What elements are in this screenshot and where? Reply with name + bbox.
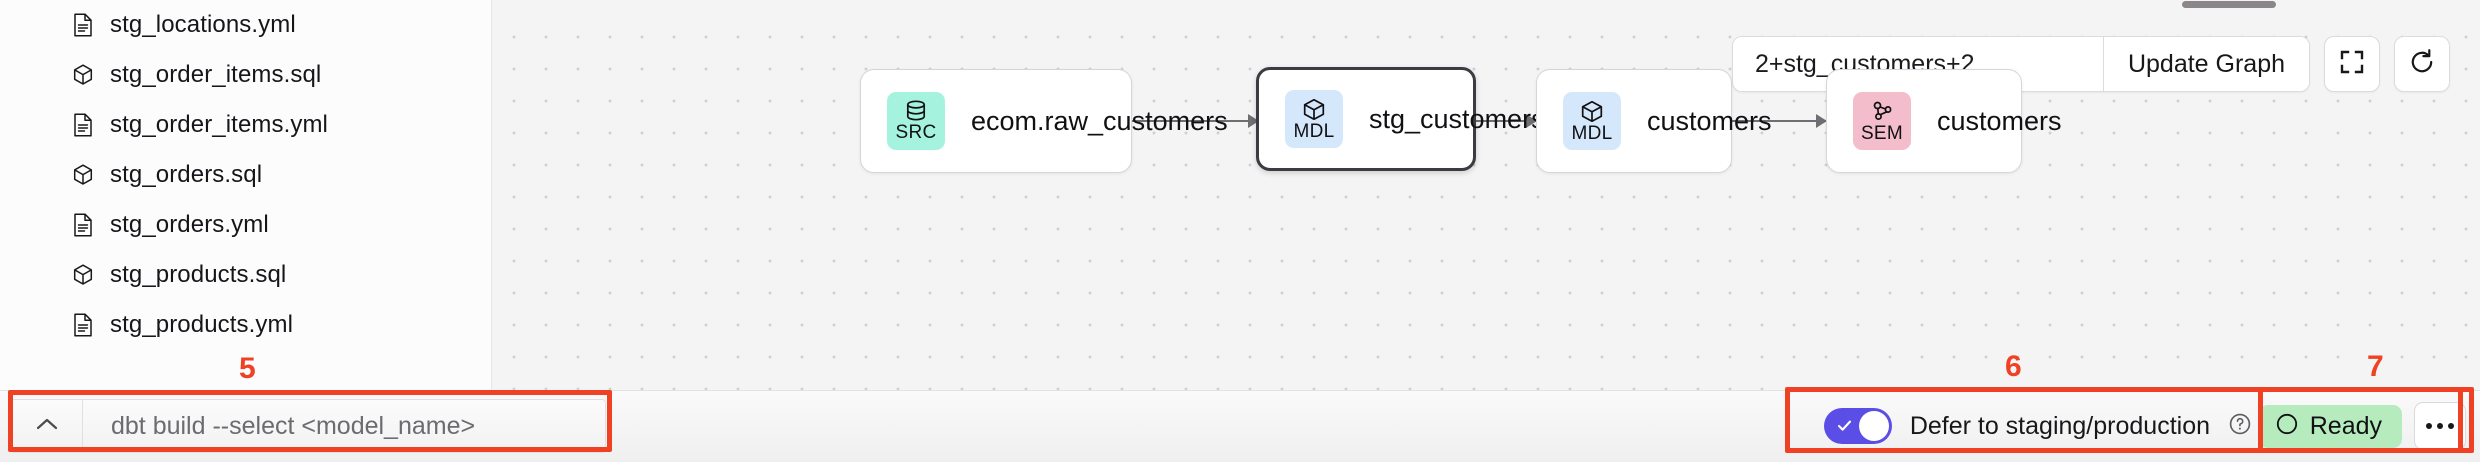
sem-badge: SEM — [1853, 92, 1911, 150]
file-item-stg-orders-yml[interactable]: stg_orders.yml — [0, 200, 491, 250]
mdl-badge: MDL — [1285, 90, 1343, 148]
fullscreen-icon — [2339, 49, 2365, 80]
toggle-knob — [1858, 411, 1889, 441]
graph-toolbar: Update Graph — [1731, 36, 2450, 92]
ellipsis-icon — [2426, 423, 2454, 429]
check-icon — [1836, 417, 1853, 439]
badge-label: SRC — [895, 122, 937, 143]
more-options-button[interactable] — [2414, 402, 2466, 450]
mdl-badge: MDL — [1563, 92, 1621, 150]
file-item-stg-order-items-sql[interactable]: stg_order_items.sql — [0, 50, 491, 100]
file-yml-icon — [72, 13, 94, 37]
defer-label: Defer to staging/production — [1909, 411, 2210, 440]
edge-src-to-stg — [1130, 114, 1259, 128]
graph-node-stg-customers[interactable]: MDL stg_customers — [1256, 67, 1545, 171]
update-graph-button[interactable]: Update Graph — [2102, 37, 2309, 91]
cube-sql-icon — [72, 63, 94, 87]
semantic-icon — [1873, 101, 1892, 120]
file-explorer-sidebar: stg_locations.yml stg_order_items.sql st… — [0, 0, 492, 390]
graph-selector-group: Update Graph — [1731, 36, 2310, 92]
file-yml-icon — [72, 113, 94, 137]
dbt-command-input[interactable] — [83, 400, 605, 452]
status-group: Ready — [2258, 399, 2466, 453]
graph-node-ecom-raw-customers[interactable]: SRC ecom.raw_customers — [860, 69, 1228, 173]
badge-label: MDL — [1293, 120, 1335, 142]
file-item-stg-orders-sql[interactable]: stg_orders.sql — [0, 150, 491, 200]
circle-icon — [2275, 412, 2299, 441]
src-badge: SRC — [887, 92, 945, 150]
file-item-label: stg_orders.yml — [110, 211, 269, 238]
file-item-label: stg_orders.sql — [110, 161, 263, 188]
file-list: stg_locations.yml stg_order_items.sql st… — [0, 0, 491, 350]
file-yml-icon — [72, 313, 94, 337]
file-item-label: stg_locations.yml — [110, 11, 296, 38]
bottom-command-bar: Defer to staging/production Ready — [0, 390, 2480, 462]
file-item-label: stg_products.yml — [110, 311, 294, 338]
file-item-label: stg_order_items.yml — [110, 111, 328, 138]
refresh-icon — [2408, 48, 2436, 81]
file-yml-icon — [72, 213, 94, 237]
command-input-group — [10, 399, 606, 453]
cube-icon — [1581, 100, 1603, 122]
canvas-horizontal-scrollbar[interactable] — [492, 0, 2480, 9]
lineage-graph-canvas[interactable]: Update Graph SRC ecom.raw_custome — [492, 9, 2480, 390]
chevron-up-icon — [35, 416, 59, 437]
file-item-label: stg_products.sql — [110, 261, 287, 288]
refresh-graph-button[interactable] — [2394, 36, 2450, 92]
database-icon — [906, 100, 926, 121]
status-badge-label: Ready — [2309, 411, 2382, 440]
graph-node-label: customers — [1937, 105, 2062, 136]
cube-sql-icon — [72, 263, 94, 287]
edge-customers-to-sem — [1730, 114, 1827, 128]
fit-view-button[interactable] — [2324, 36, 2380, 92]
cube-sql-icon — [72, 163, 94, 187]
command-panel-toggle-button[interactable] — [11, 400, 83, 452]
graph-node-customers-model[interactable]: MDL customers — [1536, 69, 1772, 173]
graph-node-label: stg_customers — [1369, 103, 1545, 134]
file-item-stg-locations-yml[interactable]: stg_locations.yml — [0, 0, 491, 50]
scrollbar-thumb[interactable] — [2182, 1, 2276, 8]
cube-icon — [1303, 98, 1325, 120]
help-circle-icon[interactable] — [2228, 412, 2252, 441]
graph-node-label: ecom.raw_customers — [971, 105, 1228, 136]
badge-label: MDL — [1571, 122, 1613, 144]
file-item-stg-products-sql[interactable]: stg_products.sql — [0, 250, 491, 300]
file-item-label: stg_order_items.sql — [110, 61, 322, 88]
graph-node-customers-semantic[interactable]: SEM customers — [1826, 69, 2062, 173]
badge-label: SEM — [1860, 122, 1904, 144]
file-item-stg-order-items-yml[interactable]: stg_order_items.yml — [0, 100, 491, 150]
file-item-stg-products-yml[interactable]: stg_products.yml — [0, 300, 491, 350]
defer-toggle-switch[interactable] — [1823, 408, 1892, 444]
graph-node-label: customers — [1647, 105, 1772, 136]
defer-toggle-group: Defer to staging/production — [1808, 399, 2268, 453]
edge-stg-to-customers — [1440, 114, 1537, 128]
status-badge[interactable]: Ready — [2258, 404, 2402, 448]
